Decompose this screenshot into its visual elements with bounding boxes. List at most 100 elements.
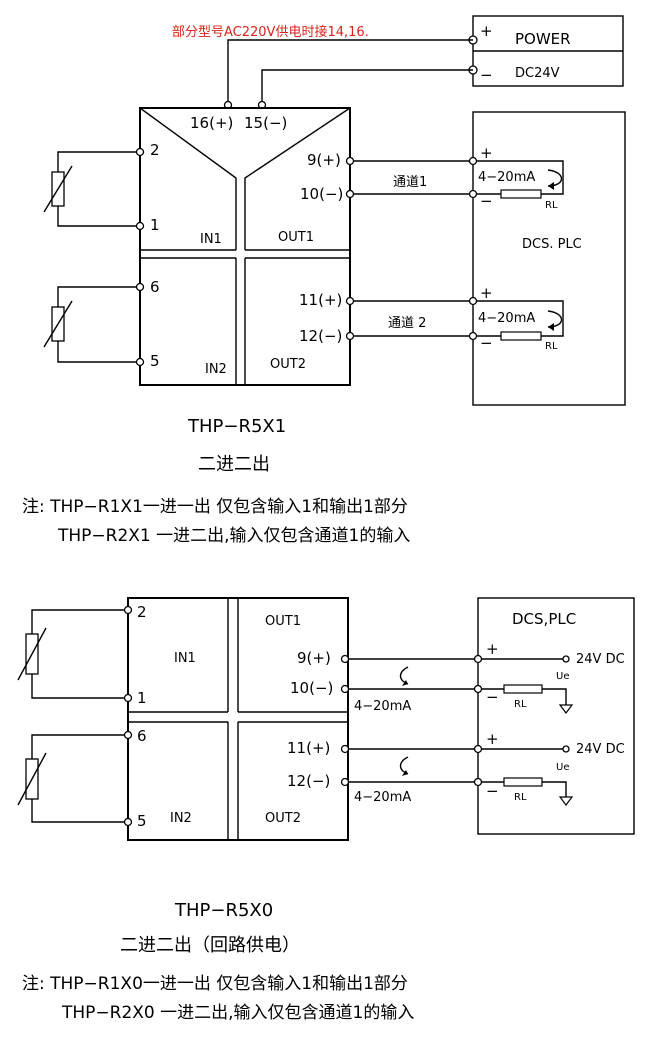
- m2-ch1-ground-icon: [558, 704, 574, 714]
- m2-label-in2: IN2: [170, 811, 192, 826]
- desc-1: 二进二出: [198, 454, 270, 475]
- dcs-box-1: [472, 111, 626, 406]
- m2-input1-loop: [31, 609, 125, 699]
- m2-label-2: 2: [137, 603, 147, 621]
- label-out2: OUT2: [270, 357, 306, 372]
- m2-ch2-supply-terminal: [562, 745, 570, 753]
- power-wire-plus: [227, 39, 473, 103]
- m2-input2-sensor-arrow: [17, 752, 47, 806]
- m2-ch1-rl-label: RL: [514, 699, 527, 710]
- m2-label-5: 5: [137, 812, 147, 830]
- funnel-right: [244, 107, 351, 250]
- m2-ch2-ground-icon: [558, 796, 574, 806]
- input2-loop: [57, 286, 137, 363]
- m2-ch1-current-arrowhead: [402, 680, 408, 686]
- m2-label-out1: OUT1: [265, 614, 301, 629]
- m2-ch2-minus-sign: −: [486, 782, 499, 800]
- note-2b: THP−R2X0 一进二出,输入仅包含通道1的输入: [61, 1003, 414, 1023]
- terminal-5: [135, 357, 145, 367]
- m2-ch2-current: 4−20mA: [354, 790, 411, 805]
- terminal-6: [135, 282, 145, 292]
- label-6: 6: [150, 278, 160, 296]
- power-plus-sign: +: [480, 22, 493, 40]
- m2-ch2-current-arrow: [399, 756, 409, 775]
- m2-terminal-11: [340, 744, 350, 754]
- m2-label-10: 10(−): [290, 679, 333, 697]
- diagram-1: POWER DC24V + − 部分型号AC220V供电时接14,16. 16(…: [22, 15, 626, 546]
- terminal-1: [135, 221, 145, 231]
- m2-label-in1: IN1: [174, 651, 196, 666]
- label-1: 1: [150, 216, 160, 234]
- m2-label-out2: OUT2: [265, 811, 301, 826]
- m2-ch1-current: 4−20mA: [354, 699, 411, 714]
- ch1-minus-sign: −: [480, 192, 493, 210]
- m2-dcs-terminal-ch1-minus: [473, 684, 483, 694]
- ch1-plus-sign: +: [480, 144, 493, 162]
- channel2-label: 通道 2: [388, 316, 426, 331]
- label-11: 11(+): [299, 291, 342, 309]
- m2-dcs-terminal-ch2-plus: [473, 744, 483, 754]
- m2-terminal-9: [340, 654, 350, 664]
- m2-terminal-10: [340, 684, 350, 694]
- m2-ch2-ue: Ue: [556, 762, 569, 773]
- label-2: 2: [150, 141, 160, 159]
- m2-ch1-rl-wire-b: [542, 688, 567, 705]
- ch2-minus-sign: −: [480, 334, 493, 352]
- funnel-left: [139, 107, 237, 250]
- m2-label-9: 9(+): [297, 649, 331, 667]
- ch2-current-label: 4−20mA: [478, 311, 535, 326]
- m2-ch2-voltage: 24V DC: [576, 742, 625, 757]
- ch2-current-arrow: [547, 310, 563, 328]
- m2-ch2-rl-wire-b: [542, 781, 567, 797]
- m2-label-1: 1: [137, 689, 147, 707]
- ch1-current-arrow: [547, 169, 563, 187]
- m2-dcs-terminal-ch1-plus: [473, 654, 483, 664]
- ch1-load-loop: [477, 160, 564, 195]
- m2-ch2-plus-sign: +: [486, 730, 499, 748]
- ch2-plus-sign: +: [480, 284, 493, 302]
- label-15: 15(−): [244, 114, 287, 132]
- note-1b: THP−R2X1 一进二出,输入仅包含通道1的输入: [57, 526, 410, 546]
- label-12: 12(−): [299, 327, 342, 345]
- m2-ch2-rl-label: RL: [514, 792, 527, 803]
- dcs-label-2: DCS,PLC: [512, 610, 576, 628]
- m2-ch1-supply-terminal: [562, 655, 570, 663]
- desc-2: 二进二出（回路供电）: [120, 935, 300, 956]
- m2-input1-sensor-arrow: [17, 627, 47, 681]
- ch1-current-arrowhead: [548, 182, 554, 190]
- terminal-10: [345, 189, 355, 199]
- m2-ch1-minus-sign: −: [486, 688, 499, 706]
- model-2: THP−R5X0: [174, 900, 273, 921]
- input1-loop: [57, 151, 137, 227]
- power-minus-sign: −: [480, 66, 493, 84]
- input2-sensor-arrow: [43, 300, 73, 348]
- ch2-rl-resistor: [500, 331, 542, 341]
- terminal-9: [345, 156, 355, 166]
- label-10: 10(−): [300, 185, 343, 203]
- m2-ch1-rl-resistor: [503, 684, 543, 694]
- label-out1: OUT1: [278, 230, 314, 245]
- m2-label-11: 11(+): [287, 739, 330, 757]
- m2-ch2-rl-resistor: [503, 777, 543, 787]
- diagram-2: IN1 OUT1 IN2 OUT2 2 1 6 5 9(+) 10(−) 11(…: [17, 597, 635, 1023]
- terminal-12: [345, 331, 355, 341]
- ch2-load-loop: [477, 300, 564, 337]
- ch1-rl-label: RL: [545, 200, 558, 211]
- m2-label-12: 12(−): [287, 772, 330, 790]
- note-2a: 注: THP−R1X0一进一出 仅包含输入1和输出1部分: [22, 974, 408, 994]
- label-in1: IN1: [200, 232, 222, 247]
- m2-label-6: 6: [137, 727, 147, 745]
- model-1: THP−R5X1: [187, 416, 286, 437]
- m2-terminal-6: [123, 730, 133, 740]
- ch2-rl-label: RL: [545, 341, 558, 352]
- m2-ch1-current-arrow: [399, 666, 409, 685]
- dcs-terminal-ch2-minus: [468, 331, 478, 341]
- m2-ch1-plus-sign: +: [486, 640, 499, 658]
- power-title: POWER: [515, 30, 571, 48]
- dcs-box-2: [477, 597, 635, 835]
- ch2-current-arrowhead: [548, 323, 554, 331]
- input1-sensor-arrow: [43, 165, 73, 213]
- dcs-terminal-ch1-plus: [468, 156, 478, 166]
- label-in2: IN2: [205, 362, 227, 377]
